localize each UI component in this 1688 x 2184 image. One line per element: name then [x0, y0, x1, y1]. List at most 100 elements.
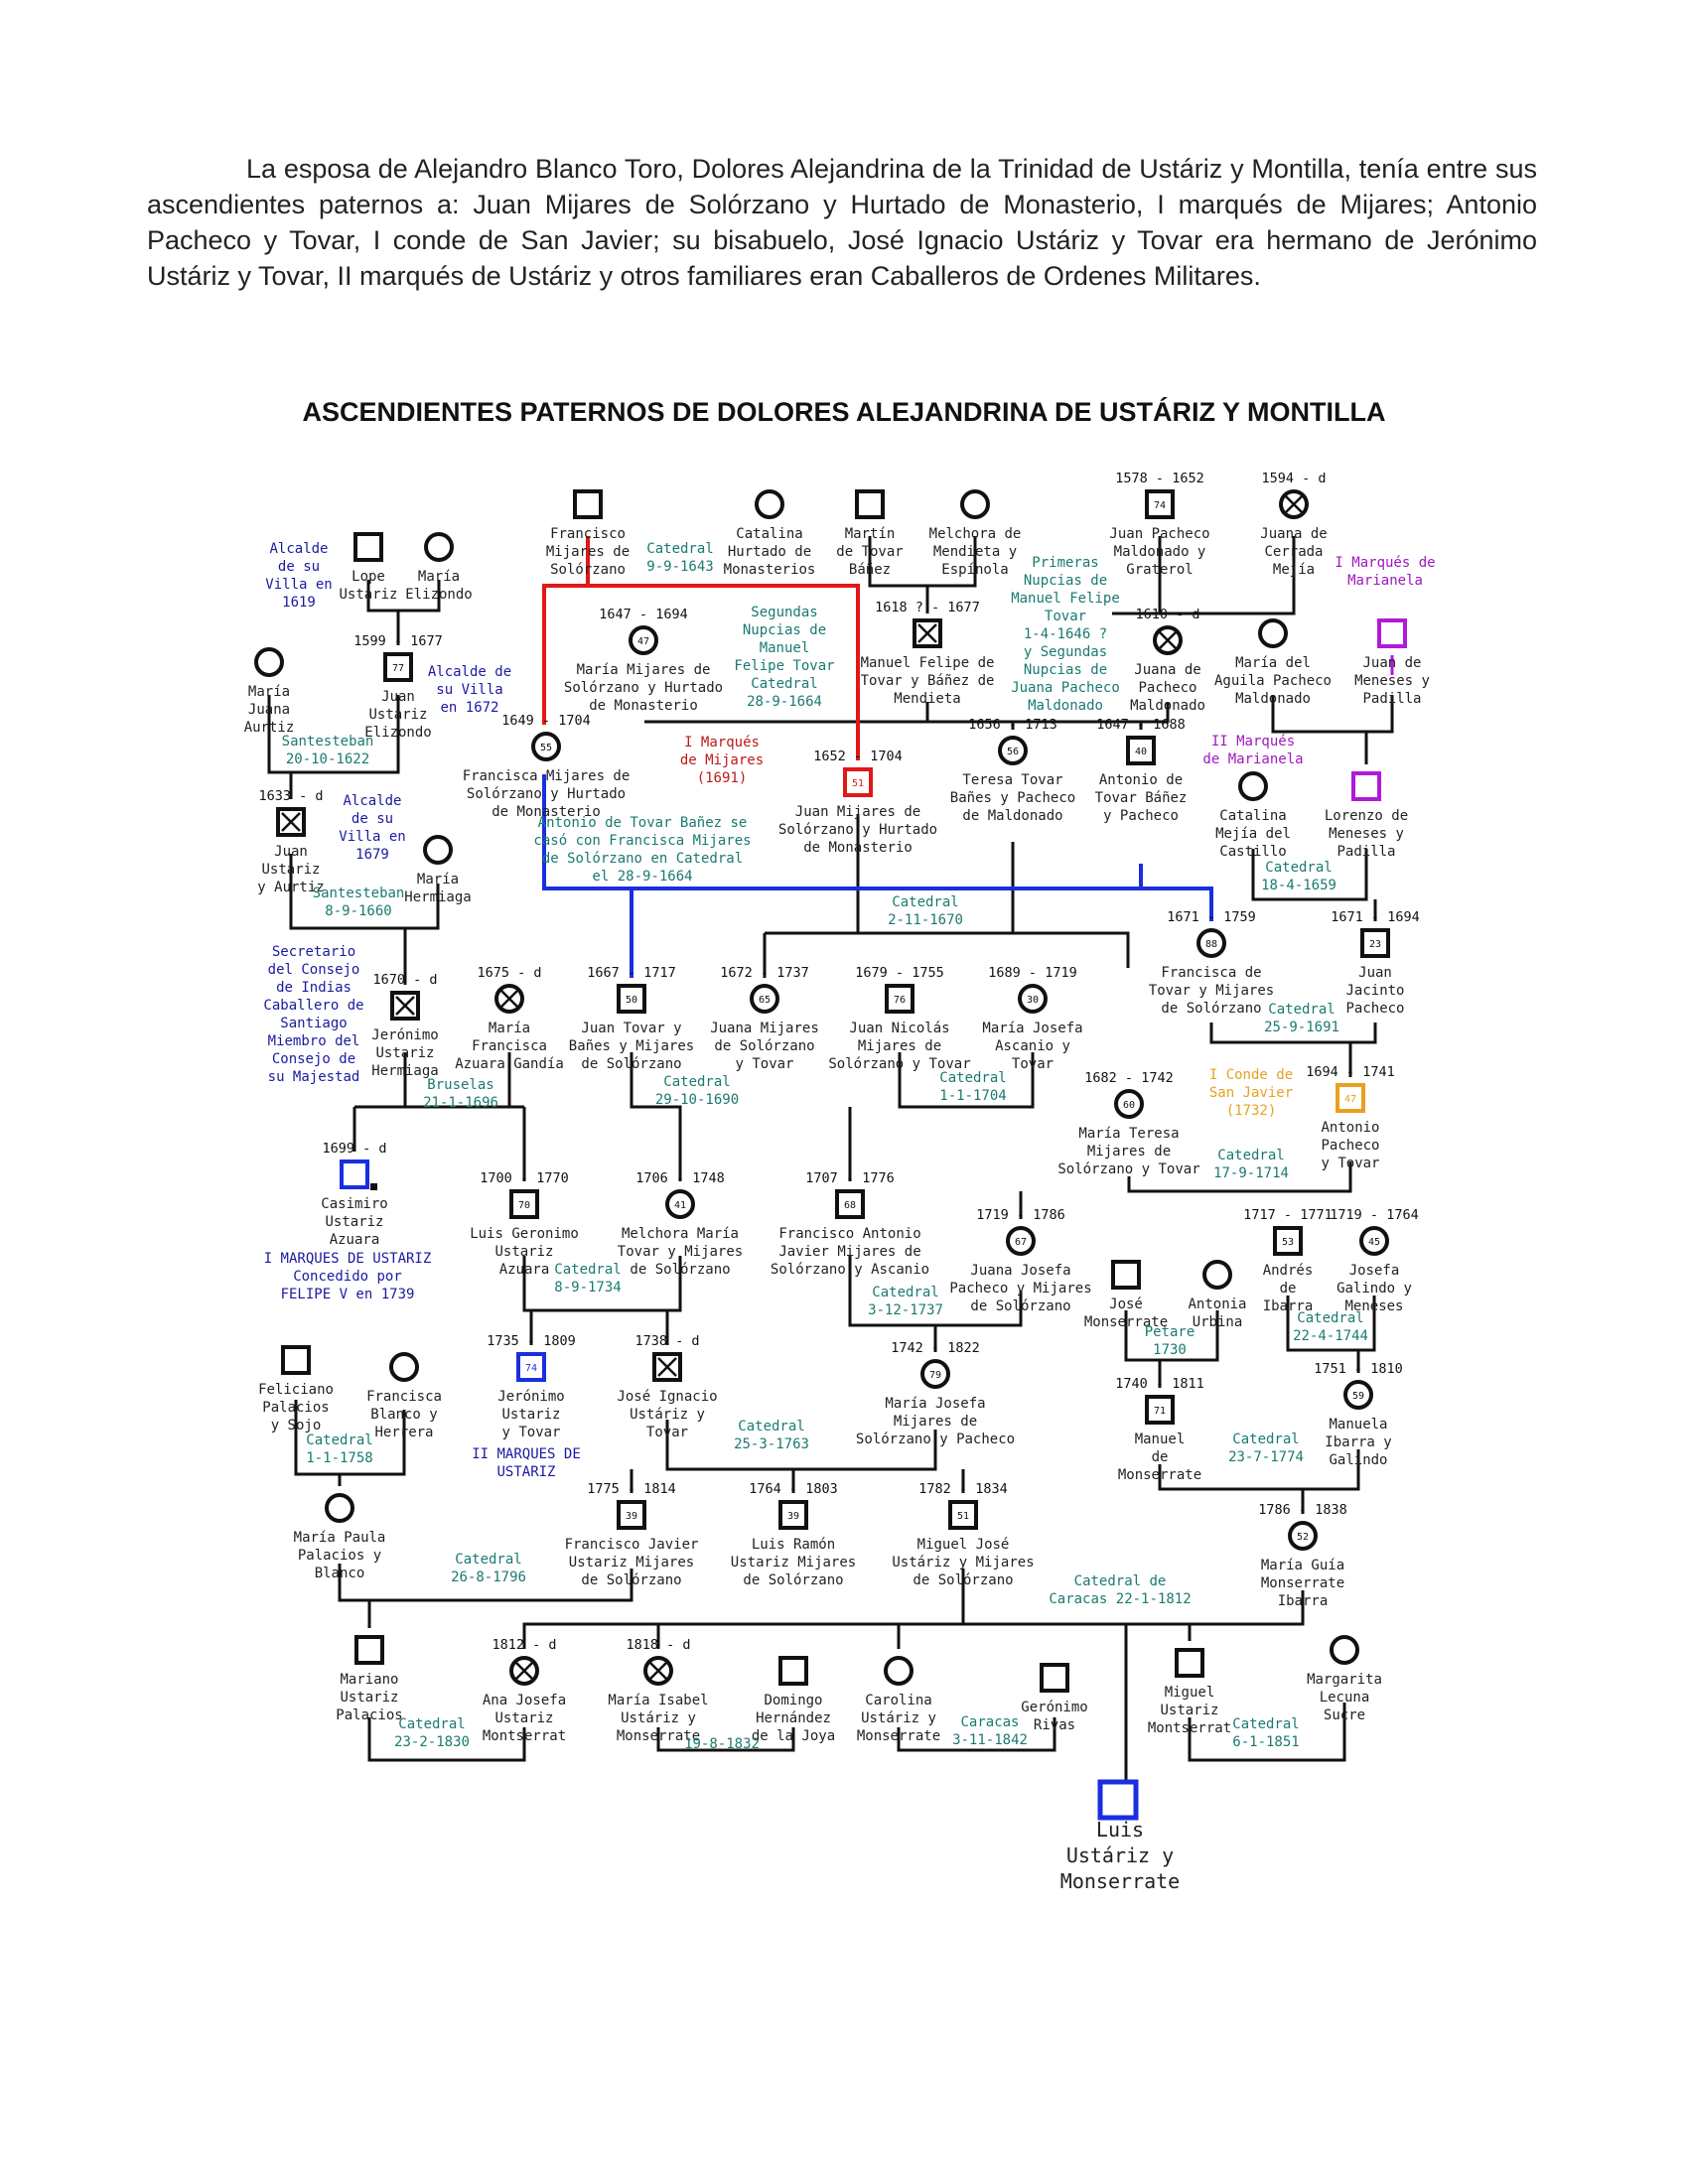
male-square-symbol — [1111, 1260, 1141, 1290]
person-dates: 1740 - 1811 — [1115, 1376, 1203, 1392]
female-circle-symbol — [920, 1359, 950, 1389]
person-dates: 1671 - 1694 — [1331, 909, 1419, 925]
female-circle-symbol — [325, 1493, 354, 1523]
person-dates: 1675 - d — [477, 965, 541, 981]
male-square-symbol — [778, 1656, 808, 1686]
person-dates: 1694 - 1741 — [1306, 1064, 1394, 1080]
female-circle-symbol — [423, 835, 453, 865]
male-square-symbol — [509, 1189, 539, 1219]
deceased-cross-mark — [514, 1661, 534, 1681]
person-dates: 1667 - 1717 — [587, 965, 675, 981]
person-dates: 1700 - 1770 — [480, 1170, 568, 1186]
person-age: 30 — [1027, 995, 1039, 1006]
male-square-symbol — [843, 767, 873, 797]
male-square-symbol — [835, 1189, 865, 1219]
deceased-cross-mark — [1158, 630, 1178, 650]
annotation-label: 19-8-1832 — [684, 1736, 760, 1752]
person-dates: 1717 - 1771 — [1243, 1207, 1332, 1223]
person-dates: 1682 - 1742 — [1084, 1070, 1173, 1086]
deceased-cross-mark — [395, 996, 415, 1016]
person-dates: 1764 - 1803 — [749, 1481, 837, 1497]
person-dates: 1610 - d — [1135, 607, 1199, 622]
male-square-symbol — [885, 984, 914, 1014]
male-square-symbol — [1175, 1648, 1204, 1678]
person-age: 70 — [518, 1200, 530, 1211]
person-dates: 1656 - 1713 — [968, 717, 1056, 733]
person-dates: 1786 - 1838 — [1258, 1502, 1346, 1518]
male-square-symbol — [1273, 1226, 1303, 1256]
female-circle-symbol — [1114, 1089, 1144, 1119]
person-dates: 1699 - d — [322, 1141, 386, 1157]
female-circle-symbol — [629, 625, 658, 655]
female-circle-symbol — [884, 1656, 914, 1686]
deceased-cross-mark — [1284, 494, 1304, 514]
deceased-cross-mark — [917, 623, 937, 643]
person-dates: 1689 - 1719 — [988, 965, 1076, 981]
female-circle-symbol — [1006, 1226, 1036, 1256]
person-age: 39 — [787, 1511, 799, 1522]
person-age: 53 — [1282, 1237, 1294, 1248]
person-age: 79 — [929, 1370, 941, 1381]
female-circle-symbol — [960, 489, 990, 519]
person-dates: 1818 - d — [626, 1637, 690, 1653]
person-age: 47 — [637, 636, 649, 647]
male-square-symbol — [1145, 1395, 1175, 1425]
male-square-symbol — [1351, 771, 1381, 801]
female-circle-symbol — [1202, 1260, 1232, 1290]
person-dates: 1633 - d — [258, 788, 323, 804]
person-age: 65 — [759, 995, 771, 1006]
